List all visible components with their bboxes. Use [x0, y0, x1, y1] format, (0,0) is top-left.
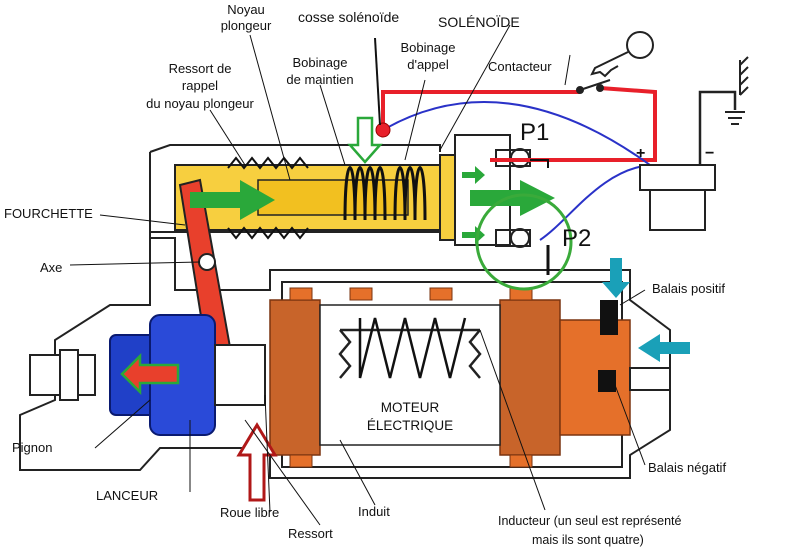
- label-battery-plus: +: [636, 145, 645, 162]
- arrows: [120, 116, 690, 502]
- label-cosse-solenoide: cosse solénoïde: [298, 9, 399, 25]
- label-battery-minus: −: [705, 145, 714, 162]
- label-balais-positif: Balais positif: [652, 281, 725, 296]
- label-balais-negatif: Balais négatif: [648, 460, 726, 475]
- label-roue-libre: Roue libre: [220, 505, 279, 520]
- label-fourchette: FOURCHETTE: [4, 206, 93, 221]
- label-inducteur-1: Inducteur (un seul est représenté: [498, 514, 681, 528]
- label-solenoide: SOLÉNOÏDE: [438, 14, 520, 30]
- field-poles: [289, 287, 533, 468]
- pinion-drive: [29, 314, 266, 436]
- contacteur-switch: [576, 79, 611, 94]
- label-lanceur: LANCEUR: [96, 488, 158, 503]
- label-moteur-2: ÉLECTRIQUE: [367, 418, 453, 433]
- p2-highlight-circle: [475, 193, 573, 291]
- label-ressort-rappel-2: rappel: [182, 78, 218, 93]
- leader-lines: [69, 24, 646, 526]
- label-ressort: Ressort: [288, 526, 333, 541]
- label-bobinage-maintien-2: de maintien: [286, 72, 353, 87]
- label-p2: P2: [562, 225, 591, 252]
- cosse-pointer: [374, 37, 381, 126]
- label-bobinage-appel-2: d'appel: [407, 57, 449, 72]
- label-axe: Axe: [40, 260, 62, 275]
- label-contacteur: Contacteur: [488, 59, 552, 74]
- return-spring: [227, 156, 309, 240]
- labels: Noyau plongeur cosse solénoïde SOLÉNOÏDE…: [4, 2, 726, 547]
- armature: [269, 299, 671, 456]
- solenoid-windings: [343, 166, 427, 221]
- key-icon: [590, 31, 654, 78]
- wires: [381, 86, 657, 275]
- cosse-solenoide-dot: [375, 122, 391, 138]
- label-p1: P1: [520, 119, 549, 146]
- label-bobinage-appel-1: Bobinage: [401, 40, 456, 55]
- label-ressort-rappel-3: du noyau plongeur: [146, 96, 254, 111]
- label-induit: Induit: [358, 504, 390, 519]
- terminal-block: [454, 134, 531, 248]
- label-moteur-1: MOTEUR: [381, 400, 440, 415]
- battery: [639, 56, 749, 231]
- label-noyau-plongeur: Noyau: [227, 2, 265, 17]
- label-bobinage-maintien-1: Bobinage: [293, 55, 348, 70]
- label-noyau-plongeur-2: plongeur: [221, 18, 272, 33]
- label-inducteur-2: mais ils sont quatre): [532, 533, 644, 547]
- label-pignon: Pignon: [12, 440, 52, 455]
- label-ressort-rappel-1: Ressort de: [169, 61, 232, 76]
